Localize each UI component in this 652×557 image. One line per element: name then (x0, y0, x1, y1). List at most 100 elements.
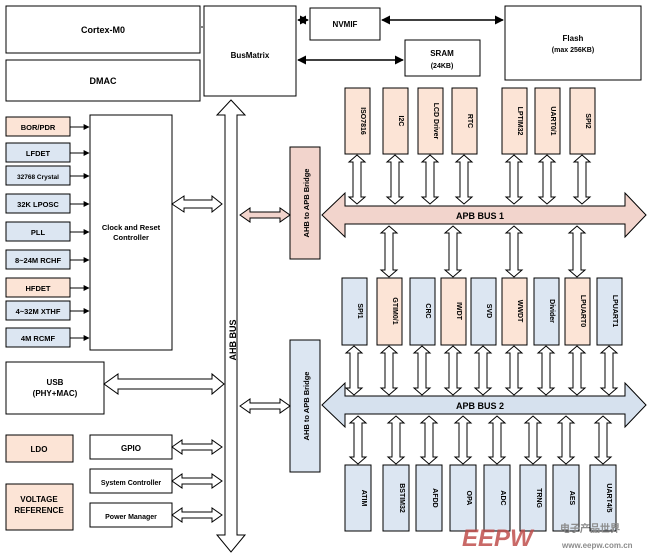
voltage-reference-label-2: REFERENCE (14, 506, 64, 515)
peripheral-wwdt (501, 277, 528, 346)
apb2-down-arrow-bstim32 (386, 415, 406, 465)
apb-bridge-1-block (289, 146, 321, 260)
peripheral-label: CRC (424, 303, 431, 318)
cortex-m0-label: Cortex-M0 (81, 25, 125, 35)
apb1-arrow-lcd-driver (420, 154, 440, 205)
arrow-sysctrl-ahb (171, 473, 223, 489)
clock-source-label: 32768 Crystal (17, 174, 59, 181)
apb1-arrow-rtc (454, 154, 474, 205)
peripheral-label: IWDT (455, 302, 462, 321)
arrow-clock-ahb (171, 194, 223, 214)
peripheral-label: ADC (499, 490, 506, 505)
clock-source-label: LFDET (26, 149, 51, 158)
sram-block (404, 39, 481, 77)
arrow-ahb-bridge-1 (239, 207, 291, 223)
arrow-usb-ahb (103, 372, 225, 396)
apb1-down-arrow (567, 225, 587, 278)
peripheral-trng (519, 464, 547, 532)
cortex-m0-block (5, 5, 201, 54)
peripheral-label: TRNG (535, 488, 542, 508)
clock-source-label: 4~32M XTHF (16, 307, 61, 316)
peripheral-label: AES (568, 491, 575, 506)
ahb-bus (215, 99, 247, 553)
peripheral-label: AFDD (431, 488, 438, 507)
peripheral-label: BSTIM32 (398, 483, 405, 513)
apb2-up-arrow-spi1 (344, 345, 364, 396)
apb2-up-arrow-gtim0-1 (379, 345, 399, 396)
nvmif-block (309, 7, 381, 41)
apb2-up-arrow-wwdt (504, 345, 524, 396)
apb-bridge-2-block (289, 339, 321, 473)
peripheral-label: UART0/1 (549, 106, 556, 135)
usb-block (5, 361, 105, 415)
peripheral-iso7816 (344, 87, 371, 155)
apb2-up-arrow-lpuart1 (599, 345, 619, 396)
clock-reset-controller-label-2: Controller (113, 233, 149, 242)
clock-reset-controller-label-1: Clock and Reset (102, 223, 161, 232)
clock-source-label: HFDET (26, 284, 51, 293)
dmac-label: DMAC (90, 76, 117, 86)
peripheral-label: OPA (465, 491, 472, 506)
apb1-arrow-iso7816 (347, 154, 367, 205)
eepw-site-name: 电子产品世界 (560, 522, 620, 535)
peripheral-label: GTIM0/1 (391, 297, 398, 324)
sram-label: SRAM (430, 49, 454, 58)
eepw-logo: EEPW (462, 525, 535, 552)
peripheral-opa (449, 464, 477, 532)
clock-source-label: PLL (31, 228, 46, 237)
peripheral-gtim0-1 (376, 277, 403, 346)
apb2-down-arrow-trng (523, 415, 543, 465)
apb1-arrow-spi2 (572, 154, 592, 205)
clock-reset-controller-block (89, 114, 173, 351)
apb-bridge-2-label: AHB to APB Bridge (302, 372, 311, 441)
system-controller-block (89, 468, 173, 494)
apb2-up-arrow-iwdt (443, 345, 463, 396)
clock-source-label: BOR/PDR (21, 123, 56, 132)
peripheral-svd (470, 277, 497, 346)
apb1-arrow-i2c (385, 154, 405, 205)
sram-size-label: (24KB) (431, 63, 454, 70)
eepw-watermark: EEPW 电子产品世界 www.eepw.com.cn (462, 522, 633, 552)
flash-block (504, 5, 642, 81)
apb2-up-arrow-crc (412, 345, 432, 396)
peripheral-i2c (382, 87, 409, 155)
apb1-down-arrow (504, 225, 524, 278)
peripheral-label: RTC (466, 114, 473, 128)
usb-label: USB (47, 378, 64, 387)
peripheral-label: ISO7816 (359, 107, 366, 135)
busmatrix-label: BusMatrix (231, 51, 270, 60)
apb-bus-2-label: APB BUS 2 (456, 401, 504, 411)
peripheral-label: UART4/5 (605, 483, 612, 512)
gpio-label: GPIO (121, 444, 141, 453)
peripheral-lptim32 (501, 87, 528, 155)
peripheral-label: LPUART0 (579, 295, 586, 327)
apb2-up-arrow-divider (536, 345, 556, 396)
arrow-ahb-bridge-2 (239, 398, 291, 414)
flash-label: Flash (563, 34, 584, 43)
dmac-block (5, 59, 201, 102)
peripheral-divider (533, 277, 560, 346)
peripheral-spi1 (341, 277, 368, 346)
peripheral-bstim32 (382, 464, 410, 532)
busmatrix-block (203, 5, 297, 97)
apb-bus-1-label: APB BUS 1 (456, 211, 504, 221)
peripheral-uart4-5 (589, 464, 617, 532)
nvmif-label: NVMIF (333, 20, 358, 29)
peripheral-label: I2C (397, 116, 404, 127)
apb2-down-arrow-afdd (419, 415, 439, 465)
arrow-powermgr-ahb (171, 507, 223, 523)
apb2-up-arrow-lpuart0 (567, 345, 587, 396)
clock-source-label: 32K LPOSC (17, 200, 59, 209)
peripheral-lpuart0 (564, 277, 591, 346)
peripheral-label: WWDT (516, 300, 523, 323)
apb-bus-2 (321, 381, 647, 429)
peripheral-rtc (451, 87, 478, 155)
peripheral-label: SPI1 (356, 303, 363, 318)
apb2-down-arrow-adc (487, 415, 507, 465)
apb-bus-1 (321, 191, 647, 239)
voltage-reference-label-1: VOLTAGE (20, 495, 58, 504)
peripheral-spi2 (569, 87, 596, 155)
